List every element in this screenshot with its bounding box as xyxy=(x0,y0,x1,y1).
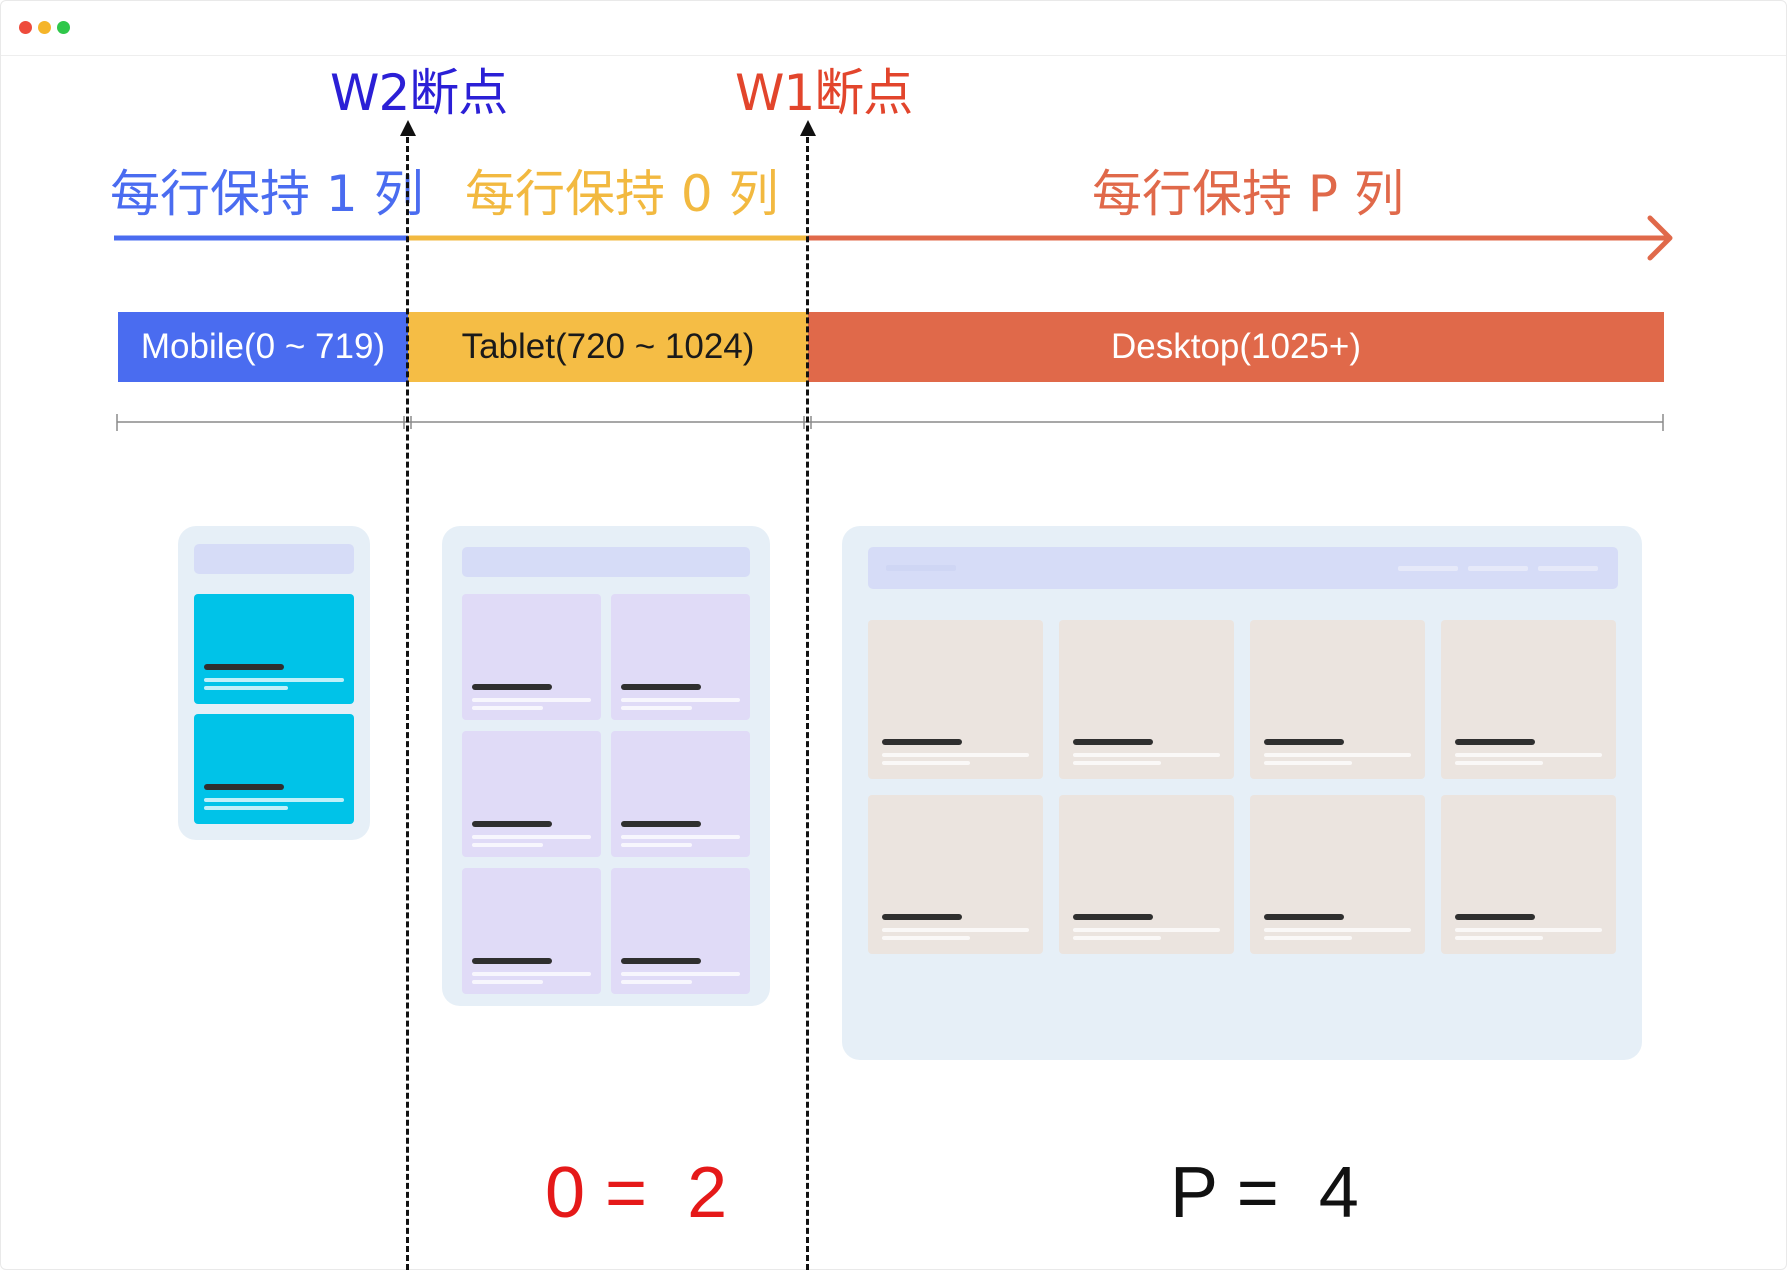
card-text-placeholder xyxy=(1455,928,1602,932)
mobile-device-mockup xyxy=(178,526,370,840)
range-bar-tablet: Tablet(720 ~ 1024) xyxy=(408,312,808,382)
card-text-placeholder xyxy=(1455,761,1543,765)
card-text-placeholder xyxy=(1264,761,1352,765)
breakpoint-line-w2 xyxy=(406,128,409,1270)
equation-desktop: P = 4 xyxy=(1170,1153,1359,1233)
card xyxy=(611,594,750,720)
card-title-placeholder xyxy=(1073,739,1153,745)
card xyxy=(462,594,601,720)
card-title-placeholder xyxy=(1455,914,1535,920)
tablet-header xyxy=(462,547,750,577)
card-title-placeholder xyxy=(621,684,701,690)
desktop-nav-logo xyxy=(886,565,956,571)
card xyxy=(1441,620,1616,779)
card-text-placeholder xyxy=(1073,936,1161,940)
card xyxy=(194,714,354,824)
card-text-placeholder xyxy=(621,972,740,976)
card-text-placeholder xyxy=(472,698,591,702)
breakpoint-label-w1: W1断点 xyxy=(735,64,913,122)
arrow-up-icon xyxy=(800,120,816,136)
card xyxy=(1250,795,1425,954)
rule-label-tablet: 每行保持 0 列 xyxy=(465,165,779,223)
card-text-placeholder xyxy=(621,980,692,984)
card-text-placeholder xyxy=(1073,928,1220,932)
card xyxy=(611,731,750,857)
card-text-placeholder xyxy=(472,980,543,984)
card-title-placeholder xyxy=(472,684,552,690)
minimize-icon[interactable] xyxy=(38,21,51,34)
arrow-right-icon xyxy=(1647,215,1673,261)
card-text-placeholder xyxy=(472,843,543,847)
range-bar-mobile: Mobile(0 ~ 719) xyxy=(118,312,408,382)
card-text-placeholder xyxy=(882,761,970,765)
card xyxy=(868,795,1043,954)
card xyxy=(1250,620,1425,779)
title-bar xyxy=(1,1,1786,56)
card-text-placeholder xyxy=(1073,753,1220,757)
card-text-placeholder xyxy=(1073,761,1161,765)
arrow-up-icon xyxy=(400,120,416,136)
range-label-mobile: Mobile(0 ~ 719) xyxy=(140,327,386,366)
card xyxy=(611,868,750,994)
card-title-placeholder xyxy=(1455,739,1535,745)
range-label-tablet: Tablet(720 ~ 1024) xyxy=(461,327,755,366)
desktop-nav-item xyxy=(1398,566,1458,571)
range-bar-desktop: Desktop(1025+) xyxy=(808,312,1664,382)
breakpoint-line-w1 xyxy=(806,128,809,1270)
maximize-icon[interactable] xyxy=(57,21,70,34)
card-text-placeholder xyxy=(621,843,692,847)
card-title-placeholder xyxy=(1264,739,1344,745)
card-text-placeholder xyxy=(204,678,344,682)
card-text-placeholder xyxy=(621,706,692,710)
card-text-placeholder xyxy=(1455,936,1543,940)
card xyxy=(1059,620,1234,779)
card xyxy=(462,868,601,994)
card-text-placeholder xyxy=(882,936,970,940)
desktop-nav-item xyxy=(1468,566,1528,571)
equation-tablet: 0 = 2 xyxy=(545,1153,728,1233)
card-text-placeholder xyxy=(1264,928,1411,932)
card-text-placeholder xyxy=(621,698,740,702)
card-title-placeholder xyxy=(204,784,284,790)
card-title-placeholder xyxy=(472,821,552,827)
breakpoint-label-w2: W2断点 xyxy=(330,64,508,122)
card-text-placeholder xyxy=(621,835,740,839)
card-title-placeholder xyxy=(882,914,962,920)
card-title-placeholder xyxy=(1264,914,1344,920)
range-label-desktop: Desktop(1025+) xyxy=(1110,327,1361,366)
rule-label-desktop: 每行保持 P 列 xyxy=(1092,165,1404,223)
close-icon[interactable] xyxy=(19,21,32,34)
card xyxy=(194,594,354,704)
desktop-device-mockup xyxy=(842,526,1642,1060)
card-text-placeholder xyxy=(882,753,1029,757)
card-text-placeholder xyxy=(1264,753,1411,757)
card-text-placeholder xyxy=(882,928,1029,932)
card-text-placeholder xyxy=(204,686,288,690)
card-text-placeholder xyxy=(472,835,591,839)
desktop-nav-item xyxy=(1538,566,1598,571)
card-title-placeholder xyxy=(472,958,552,964)
card xyxy=(462,731,601,857)
card-text-placeholder xyxy=(472,972,591,976)
tablet-device-mockup xyxy=(442,526,770,1006)
card-title-placeholder xyxy=(204,664,284,670)
mobile-header xyxy=(194,544,354,574)
card-text-placeholder xyxy=(1455,753,1602,757)
card-title-placeholder xyxy=(1073,914,1153,920)
card-text-placeholder xyxy=(204,806,288,810)
rule-label-mobile: 每行保持 1 列 xyxy=(110,165,424,223)
desktop-header xyxy=(868,547,1618,589)
card-title-placeholder xyxy=(621,958,701,964)
card xyxy=(1441,795,1616,954)
card-text-placeholder xyxy=(1264,936,1352,940)
card xyxy=(1059,795,1234,954)
card-text-placeholder xyxy=(472,706,543,710)
card-title-placeholder xyxy=(882,739,962,745)
card-title-placeholder xyxy=(621,821,701,827)
card-text-placeholder xyxy=(204,798,344,802)
card xyxy=(868,620,1043,779)
